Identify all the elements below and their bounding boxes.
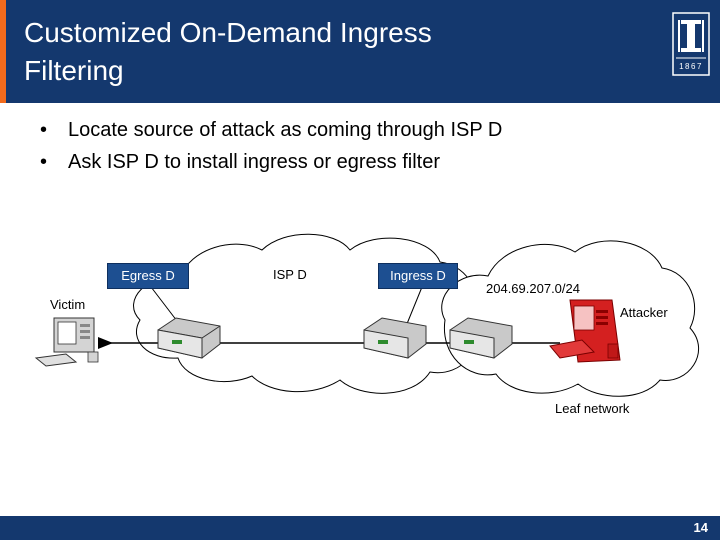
computer-icon — [34, 317, 99, 367]
bullet-item: • Locate source of attack as coming throu… — [40, 114, 680, 146]
egress-d-tag: Egress D — [107, 263, 189, 289]
page-number: 14 — [693, 520, 708, 535]
bullet-dot: • — [40, 151, 48, 173]
slide-header: Customized On-Demand Ingress Filtering 1… — [0, 0, 720, 103]
router-icon — [363, 317, 427, 359]
leaf-network-cloud — [441, 240, 700, 397]
university-seal-icon: 1867 — [672, 12, 710, 76]
ingress-d-tag: Ingress D — [378, 263, 458, 289]
victim-label: Victim — [50, 297, 86, 312]
slide-title: Customized On-Demand Ingress Filtering — [24, 17, 432, 86]
isp-cloud — [133, 233, 477, 394]
bullet-text: Ask ISP D to install ingress or egress f… — [68, 151, 440, 173]
router-icon — [157, 317, 221, 359]
attacker-label: Attacker — [620, 305, 668, 320]
isp-d-label: ISP D — [273, 267, 307, 282]
attacker-computer-icon — [549, 299, 621, 363]
seal-year: 1867 — [679, 62, 703, 71]
router-icon — [449, 317, 513, 359]
header-accent-bar — [0, 0, 6, 103]
bullet-dot: • — [40, 119, 48, 141]
bullet-text: Locate source of attack as coming throug… — [68, 119, 503, 141]
leaf-network-label: Leaf network — [555, 401, 630, 416]
bullet-list: • Locate source of attack as coming throu… — [40, 114, 680, 178]
bullet-item: • Ask ISP D to install ingress or egress … — [40, 146, 680, 178]
slide-footer: 14 — [0, 516, 720, 540]
prefix-label: 204.69.207.0/24 — [486, 281, 580, 296]
